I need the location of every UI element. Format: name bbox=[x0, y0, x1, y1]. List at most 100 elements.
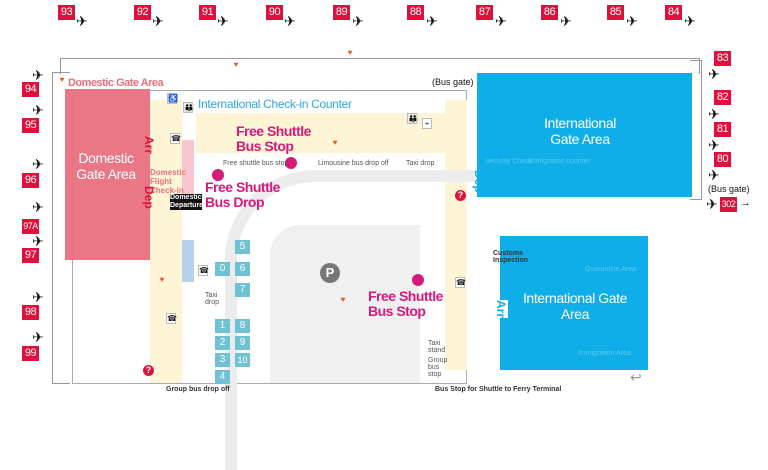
bus-bay-3: 3 bbox=[215, 353, 230, 367]
airplane-icon: ✈ bbox=[32, 233, 44, 249]
parking-lot bbox=[270, 225, 420, 383]
gate-90: 90 bbox=[266, 5, 283, 20]
checkin-hall bbox=[196, 113, 446, 153]
quarantine-label: Quarantine Area bbox=[585, 266, 636, 273]
ferry-shuttle-label: Bus Stop for Shuttle to Ferry Terminal bbox=[435, 386, 562, 393]
dep-intl-label: Dep bbox=[472, 170, 486, 193]
taxi-drop-top-label: Taxi drop bbox=[406, 160, 435, 167]
information-icon[interactable]: ? bbox=[143, 365, 154, 376]
airplane-icon: ✈ bbox=[32, 199, 44, 215]
gate-99: 99 bbox=[22, 346, 39, 361]
airplane-icon: ✈ bbox=[626, 13, 638, 29]
smoking-icon: ⌁ bbox=[422, 118, 432, 129]
intl-gate-area-bottom[interactable] bbox=[500, 236, 648, 370]
gate-302: 302 bbox=[720, 197, 737, 212]
gate-97: 97 bbox=[22, 248, 39, 263]
aed-icon: ♥ bbox=[233, 60, 239, 69]
gate-96: 96 bbox=[22, 173, 39, 188]
aed-icon: ♥ bbox=[59, 75, 65, 84]
bus-bay-7: 7 bbox=[235, 283, 250, 297]
road-curve bbox=[225, 170, 475, 470]
counter-pink bbox=[182, 140, 194, 210]
restroom-icon: 👪 bbox=[183, 102, 194, 113]
gate-83: 83 bbox=[714, 51, 731, 66]
domestic-checkin-label: Domestic Flight Check-in bbox=[150, 168, 187, 195]
intl-gate-area-top-label: International Gate Area bbox=[544, 115, 616, 147]
airplane-icon: ✈ bbox=[708, 106, 720, 122]
intl-gate-area-top[interactable] bbox=[477, 73, 692, 197]
bus-bay-5: 5 bbox=[235, 240, 250, 254]
gate-89: 89 bbox=[333, 5, 350, 20]
arr-intl-label: Arr bbox=[494, 300, 508, 319]
counter-blue bbox=[182, 240, 194, 282]
airplane-icon: ✈ bbox=[152, 13, 164, 29]
domestic-departures-label: Domestic Departures bbox=[170, 194, 207, 210]
immigration-area-label: Immigration Area bbox=[578, 350, 631, 357]
aed-icon: ♥ bbox=[340, 295, 346, 304]
phone-icon: ☎ bbox=[170, 133, 181, 144]
elevator-icon: ♿ bbox=[167, 93, 178, 104]
shuttle-drop-label: Free Shuttle Bus Drop bbox=[205, 179, 280, 210]
terminal-outline bbox=[60, 58, 700, 74]
airplane-icon: ✈ bbox=[32, 156, 44, 172]
gate-85: 85 bbox=[607, 5, 624, 20]
airplane-icon: ✈ bbox=[426, 13, 438, 29]
bus-bay-9: 9 bbox=[235, 336, 250, 350]
domestic-gate-area bbox=[65, 89, 150, 260]
gate-84: 84 bbox=[665, 5, 682, 20]
airplane-icon: ✈ bbox=[560, 13, 572, 29]
airplane-icon: ✈ bbox=[495, 13, 507, 29]
gate-91: 91 bbox=[199, 5, 216, 20]
restroom-icon: 👪 bbox=[407, 113, 418, 124]
return-arrow-icon: ↩ bbox=[630, 369, 642, 385]
airplane-icon: ✈ bbox=[708, 167, 720, 183]
bus-bay-4: 4 bbox=[215, 370, 230, 384]
aed-icon: ♥ bbox=[159, 275, 165, 284]
bus-gate-label-right: (Bus gate) bbox=[708, 184, 750, 194]
bus-bay-0: 0 bbox=[215, 262, 230, 276]
group-bus-drop-label: Group bus drop off bbox=[166, 386, 230, 393]
limousine-label: Limousine bus drop off bbox=[318, 160, 389, 167]
bus-bay-6: 6 bbox=[235, 262, 250, 276]
domestic-gate-area-label: Domestic Gate Area bbox=[76, 150, 136, 182]
group-bus-stop-label: Group bus stop bbox=[428, 357, 448, 378]
aed-icon: ♥ bbox=[347, 48, 353, 57]
airplane-icon: ✈ bbox=[32, 67, 44, 83]
taxi-drop-left-label: Taxi drop bbox=[205, 292, 220, 306]
gate-94: 94 bbox=[22, 82, 39, 97]
security-check-label: Security Check bbox=[485, 158, 533, 165]
airplane-icon: ✈ bbox=[284, 13, 296, 29]
airplane-icon: ✈ bbox=[706, 196, 718, 212]
bus-bay-8: 8 bbox=[235, 319, 250, 333]
airplane-icon: ✈ bbox=[352, 13, 364, 29]
airplane-icon: ✈ bbox=[32, 329, 44, 345]
information-icon[interactable]: ? bbox=[455, 190, 466, 201]
bus-gate-label-top: (Bus gate) bbox=[432, 77, 474, 87]
shuttle-stop-2-label: Free Shuttle Bus Stop bbox=[368, 288, 443, 319]
airplane-icon: ✈ bbox=[32, 289, 44, 305]
parking-icon: P bbox=[320, 263, 340, 283]
gate-81: 81 bbox=[714, 122, 731, 137]
arrow-right-icon: → bbox=[740, 197, 751, 209]
bus-bay-10: 10 bbox=[235, 353, 250, 367]
airplane-icon: ✈ bbox=[32, 102, 44, 118]
airplane-icon: ✈ bbox=[76, 13, 88, 29]
intl-checkin-label: International Check-in Counter bbox=[198, 97, 352, 111]
free-shuttle-stop-small: Free shuttle bus stop bbox=[223, 160, 289, 167]
arr-domestic-label: Arr bbox=[142, 136, 156, 155]
airplane-icon: ✈ bbox=[217, 13, 229, 29]
right-pier bbox=[690, 60, 702, 200]
domestic-corridor bbox=[150, 100, 182, 383]
airplane-icon: ✈ bbox=[708, 137, 720, 153]
intl-gate-area-bottom-label: International Gate Area bbox=[522, 290, 628, 322]
shuttle-drop-marker[interactable] bbox=[212, 169, 224, 181]
airplane-icon: ✈ bbox=[708, 66, 720, 82]
customs-label: Customs Inspection bbox=[493, 250, 529, 264]
dep-domestic-label: Dep bbox=[142, 186, 156, 209]
shuttle-stop-1-marker[interactable] bbox=[285, 157, 297, 169]
gate-88: 88 bbox=[407, 5, 424, 20]
gate-82: 82 bbox=[714, 90, 731, 105]
gate-97a: 97A bbox=[22, 219, 39, 234]
immigration-counter-label: Immigration counter bbox=[528, 158, 590, 165]
shuttle-stop-2-marker[interactable] bbox=[412, 274, 424, 286]
